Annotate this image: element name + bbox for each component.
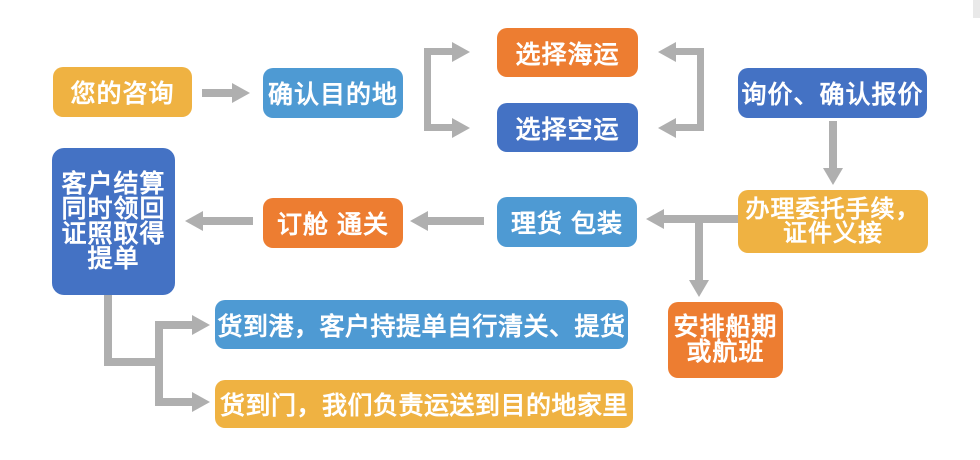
bracket-arm-bottom xyxy=(431,124,452,131)
arrowhead-right-icon xyxy=(232,83,250,103)
bracket-arm-top xyxy=(431,48,452,55)
bracket-vertical xyxy=(697,48,704,131)
node-your-inquiry: 您的咨询 xyxy=(53,67,192,117)
tree-vertical-1 xyxy=(104,295,112,366)
arrowhead-right-icon xyxy=(452,42,470,62)
arrowhead-right-icon xyxy=(192,392,210,412)
arrowhead-left-icon xyxy=(185,211,203,231)
arrowhead-down-icon xyxy=(689,280,709,297)
arrowhead-right-icon xyxy=(192,315,210,335)
node-entrust-procedures: 办理委托手续， 证件义接 xyxy=(738,190,928,253)
tree-arm-bottom xyxy=(163,398,192,406)
node-booking-customs: 订舱 通关 xyxy=(263,198,403,248)
arrow-shaft xyxy=(202,89,232,97)
arrowhead-left-icon xyxy=(658,118,676,138)
arrowhead-down-icon xyxy=(823,168,843,185)
node-arrive-port: 货到港，客户持提单自行清关、提货 xyxy=(215,300,628,349)
node-confirm-destination: 确认目的地 xyxy=(263,68,403,118)
node-inquiry-confirm-quote: 询价、确认报价 xyxy=(738,68,927,118)
arrowhead-left-icon xyxy=(410,211,428,231)
node-tally-packing: 理货 包装 xyxy=(497,197,637,247)
arrow-shaft xyxy=(428,217,484,225)
tree-horizontal xyxy=(104,358,163,366)
arrowhead-left-icon xyxy=(658,42,676,62)
node-arrive-door: 货到门，我们负责运送到目的地家里 xyxy=(215,380,633,428)
scrollbar-fragment xyxy=(973,0,980,18)
entrust-line-1: 办理委托手续， xyxy=(745,195,921,223)
bracket-arm-top xyxy=(676,48,697,55)
arrow-shaft xyxy=(203,217,253,225)
node-choose-air-freight: 选择空运 xyxy=(497,103,638,152)
arrowhead-right-icon xyxy=(452,118,470,138)
arrowhead-left-icon xyxy=(646,209,664,229)
arrow-shaft xyxy=(829,121,837,168)
settle-line-1: 客户结算 xyxy=(61,169,166,198)
branch-vertical xyxy=(695,215,703,280)
tree-vertical-2 xyxy=(155,321,163,406)
settle-line-2: 同时领回 xyxy=(61,194,166,223)
entrust-line-2: 证件义接 xyxy=(783,219,883,247)
node-choose-sea-freight: 选择海运 xyxy=(497,28,638,77)
node-customer-settlement: 客户结算 同时领回 证照取得 提单 xyxy=(52,148,175,295)
settle-line-3: 证照取得 xyxy=(61,219,166,248)
settle-line-4: 提单 xyxy=(87,244,140,273)
node-arrange-schedule: 安排船期 或航班 xyxy=(668,302,783,378)
schedule-line-2: 或航班 xyxy=(686,338,765,366)
schedule-line-1: 安排船期 xyxy=(673,313,778,341)
bracket-arm-bottom xyxy=(676,124,697,131)
bracket-vertical xyxy=(424,48,431,131)
tree-arm-top xyxy=(163,321,192,329)
